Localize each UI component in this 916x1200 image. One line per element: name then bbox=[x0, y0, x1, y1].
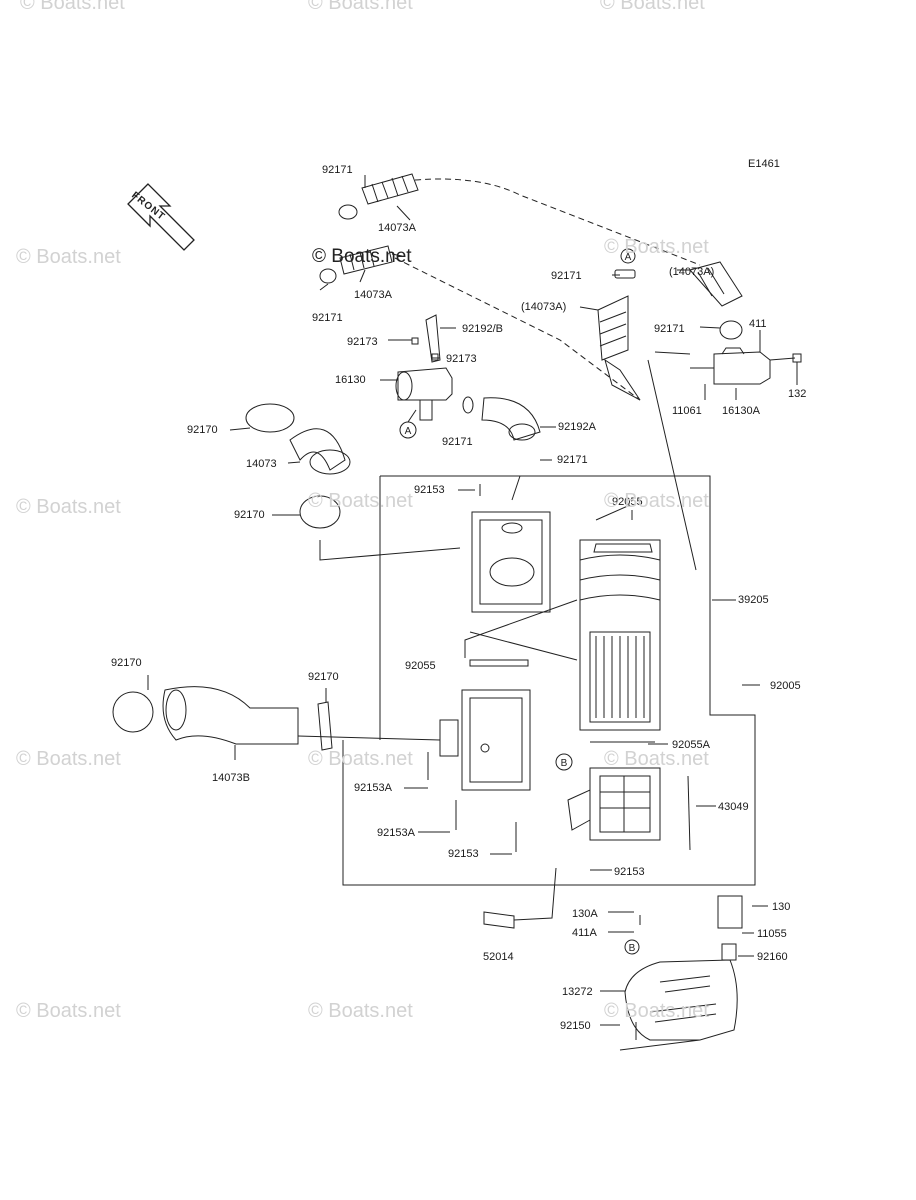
part-label: 92153 bbox=[448, 848, 479, 860]
part-label: 92170 bbox=[234, 509, 265, 521]
marker-a-bottom: A bbox=[405, 426, 412, 437]
part-label: 92170 bbox=[111, 657, 142, 669]
part-label: 39205 bbox=[738, 594, 769, 606]
hose-14073a-top bbox=[338, 173, 419, 220]
part-label: 92153 bbox=[614, 866, 645, 878]
hose-14073a-middle bbox=[597, 248, 641, 401]
diagram-code: E1461 bbox=[748, 158, 780, 170]
part-label: 92171 bbox=[312, 312, 343, 324]
part-label: 14073A bbox=[354, 289, 392, 301]
part-label: 92173 bbox=[446, 353, 477, 365]
bracket-11055 bbox=[717, 895, 743, 961]
part-label: 92192/B bbox=[462, 323, 503, 335]
part-label: 92150 bbox=[560, 1020, 591, 1032]
part-label: 92171 bbox=[442, 436, 473, 448]
part-label: 92170 bbox=[308, 671, 339, 683]
marker-b-bottom: B bbox=[629, 943, 636, 954]
part-label: 92171 bbox=[557, 454, 588, 466]
lower-chamber bbox=[439, 659, 531, 791]
hose-92192a bbox=[462, 396, 541, 441]
plate-13272 bbox=[619, 939, 738, 1051]
part-label: 92153A bbox=[377, 827, 415, 839]
hose-14073b bbox=[112, 686, 441, 751]
part-label: 92170 bbox=[187, 424, 218, 436]
part-label: 13272 bbox=[562, 986, 593, 998]
part-label: 92160 bbox=[757, 951, 788, 963]
part-label: 92153A bbox=[354, 782, 392, 794]
part-label: 92153 bbox=[414, 484, 445, 496]
part-label: 14073 bbox=[246, 458, 277, 470]
part-label: 92192A bbox=[558, 421, 596, 433]
part-label: 92171 bbox=[551, 270, 582, 282]
part-label: 411A bbox=[572, 927, 597, 939]
front-arrow-icon bbox=[127, 183, 195, 251]
part-label: 411 bbox=[749, 318, 767, 330]
fitting-16130a bbox=[647, 347, 802, 571]
part-label: 130 bbox=[772, 901, 791, 913]
part-label: 92055A bbox=[672, 739, 710, 751]
hose-14073a-right bbox=[689, 261, 743, 340]
marker-a-top: A bbox=[625, 252, 632, 263]
part-label: 43049 bbox=[718, 801, 749, 813]
intercooler bbox=[579, 539, 661, 743]
part-label: 92173 bbox=[347, 336, 378, 348]
part-label: (14073A) bbox=[521, 301, 567, 313]
part-label: 11055 bbox=[757, 928, 787, 940]
part-label: 92055 bbox=[612, 496, 643, 508]
bottom-housing bbox=[555, 753, 691, 851]
part-label: 92055 bbox=[405, 660, 436, 672]
hose-14073 bbox=[245, 403, 351, 529]
part-label: 130A bbox=[572, 908, 598, 920]
part-label: (14073A) bbox=[669, 266, 715, 278]
part-label: 11061 bbox=[672, 405, 702, 417]
fitting-16130 bbox=[395, 314, 453, 439]
part-label: 92171 bbox=[322, 164, 353, 176]
part-label: 52014 bbox=[483, 951, 514, 963]
part-label: 16130 bbox=[335, 374, 366, 386]
part-label: 132 bbox=[788, 388, 807, 400]
hose-14073a-second bbox=[319, 245, 403, 284]
marker-b-top: B bbox=[561, 758, 568, 769]
part-label: 14073B bbox=[212, 772, 250, 784]
part-label: 16130A bbox=[722, 405, 760, 417]
part-label: 14073A bbox=[378, 222, 416, 234]
part-label: 92005 bbox=[770, 680, 801, 692]
fitting-52014 bbox=[483, 867, 557, 929]
upper-cover bbox=[471, 475, 551, 613]
part-label: 92171 bbox=[654, 323, 685, 335]
